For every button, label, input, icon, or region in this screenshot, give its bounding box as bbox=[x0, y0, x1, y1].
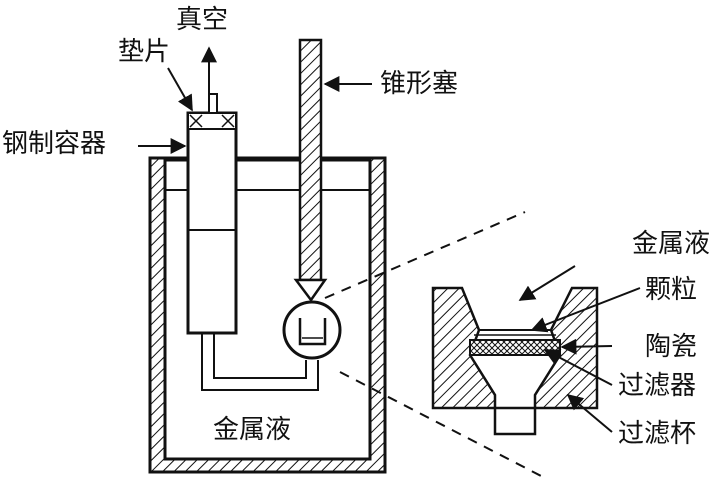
connecting-pipe bbox=[201, 333, 319, 391]
cone-stopper bbox=[293, 38, 328, 303]
ceramic-arrow bbox=[560, 338, 613, 355]
detail-projection-lines bbox=[324, 211, 546, 479]
label-melt-bottom: 金属液 bbox=[213, 415, 291, 445]
filter-arrow bbox=[543, 349, 613, 386]
label-filter: 过滤器 bbox=[618, 371, 696, 401]
particles-arrow bbox=[530, 287, 641, 333]
label-melt-detail: 金属液 bbox=[632, 229, 710, 259]
label-gasket: 垫片 bbox=[118, 37, 170, 67]
filter-cup-detail bbox=[431, 286, 599, 436]
label-cone-stopper: 锥形塞 bbox=[380, 69, 458, 99]
label-vacuum: 真空 bbox=[176, 5, 228, 35]
label-filter-cup: 过滤杯 bbox=[618, 419, 696, 449]
filter-cup-arrow bbox=[566, 393, 613, 433]
ceramic-layer bbox=[469, 339, 561, 356]
leader-arrows bbox=[138, 46, 641, 433]
label-particles: 颗粒 bbox=[645, 275, 697, 305]
steel-container bbox=[186, 93, 238, 335]
spout bbox=[493, 406, 537, 436]
melt-detail-arrow bbox=[518, 265, 576, 301]
filter-chamber bbox=[282, 300, 342, 360]
vacuum-tube bbox=[208, 93, 218, 114]
label-ceramic: 陶瓷 bbox=[645, 332, 697, 362]
label-steel-container: 钢制容器 bbox=[2, 129, 106, 159]
gasket-arrow bbox=[167, 67, 193, 112]
